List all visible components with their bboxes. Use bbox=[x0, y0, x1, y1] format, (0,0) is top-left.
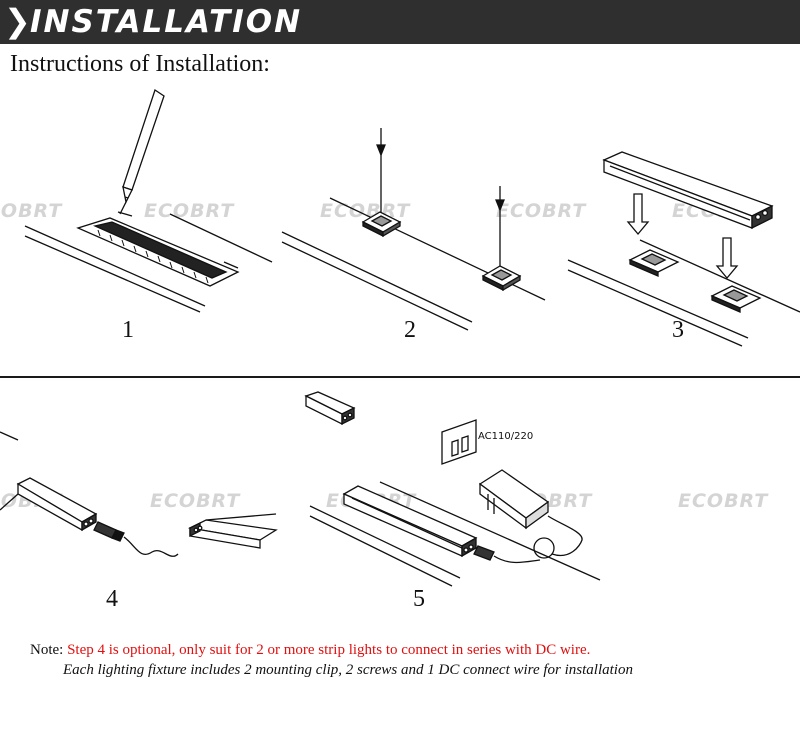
step1-figure bbox=[24, 88, 273, 313]
step2-figure bbox=[281, 128, 546, 331]
chevron-right-icon: ❯ bbox=[4, 2, 31, 40]
header-banner: ❯ INSTALLATION bbox=[0, 0, 800, 44]
page-subheading: Instructions of Installation: bbox=[10, 51, 270, 77]
note-second-line: Each lighting fixture includes 2 mountin… bbox=[63, 662, 633, 678]
step-number: 1 bbox=[122, 317, 134, 343]
banner-title: INSTALLATION bbox=[30, 4, 303, 40]
watermark: ECOBRT bbox=[678, 490, 769, 512]
note-line: Note: Step 4 is optional, only suit for … bbox=[30, 642, 590, 659]
section-divider bbox=[0, 376, 800, 378]
watermark: ECOBRT bbox=[0, 200, 63, 222]
watermark: ECOBRT bbox=[144, 200, 235, 222]
step-number: 2 bbox=[404, 317, 416, 343]
note-prefix: Note: bbox=[30, 642, 64, 658]
step-number: 3 bbox=[672, 317, 684, 343]
step-number: 5 bbox=[413, 586, 425, 612]
step3-figure bbox=[567, 151, 800, 347]
socket-label: AC110/220 bbox=[478, 431, 534, 442]
step-number: 4 bbox=[106, 586, 118, 612]
note-highlight: Step 4 is optional, only suit for 2 or m… bbox=[67, 642, 591, 658]
watermark: ECOBRT bbox=[150, 490, 241, 512]
watermark: ECOBRT bbox=[496, 200, 587, 222]
step4-figure bbox=[0, 431, 278, 557]
step5-figure bbox=[304, 391, 601, 587]
